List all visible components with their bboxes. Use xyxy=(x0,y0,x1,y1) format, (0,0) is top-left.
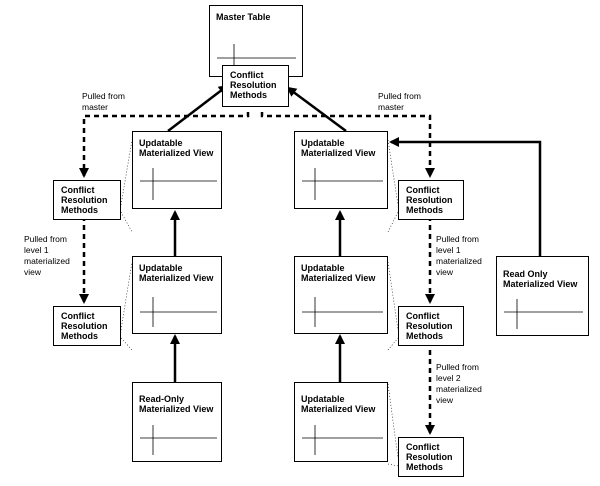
leader-line xyxy=(387,139,399,206)
table-grid-icon xyxy=(140,297,217,327)
table-grid-icon xyxy=(302,168,383,200)
leader-line xyxy=(120,337,133,351)
master-table-title: Master Table xyxy=(216,12,271,22)
leader-line xyxy=(387,211,399,233)
arrow-readonly-to-right-view1 xyxy=(389,137,542,256)
table-grid-icon xyxy=(302,425,383,455)
table-grid-icon xyxy=(140,168,217,200)
note-pulled-from-level1-left: Pulled from level 1 materialized view xyxy=(24,234,70,277)
leader-line xyxy=(120,211,133,233)
note-pulled-from-master-right: Pulled from master xyxy=(378,91,421,112)
arrow-right-view1-to-master xyxy=(286,86,347,133)
note-pulled-from-level1-right: Pulled from level 1 materialized view xyxy=(436,234,482,277)
leader-line xyxy=(387,383,399,459)
pull-master-to-right-crm1 xyxy=(260,112,435,178)
table-grid-icon xyxy=(140,425,217,455)
master-conflict-resolution-methods: Conflict Resolution Methods xyxy=(222,65,289,107)
arrow-left-view1-to-master xyxy=(167,84,229,132)
leader-line xyxy=(387,261,399,331)
note-pulled-from-master-left: Pulled from master xyxy=(82,91,125,112)
table-grid-icon xyxy=(302,297,383,327)
leader-line xyxy=(120,139,133,206)
leader-line xyxy=(387,463,399,467)
pull-master-to-left-crm1 xyxy=(79,112,250,178)
leader-line xyxy=(387,337,399,351)
note-pulled-from-level2-right: Pulled from level 2 materialized view xyxy=(436,362,482,405)
crm-label: Conflict Resolution Methods xyxy=(230,70,277,100)
leader-line xyxy=(120,261,133,331)
table-grid-icon xyxy=(504,299,583,329)
